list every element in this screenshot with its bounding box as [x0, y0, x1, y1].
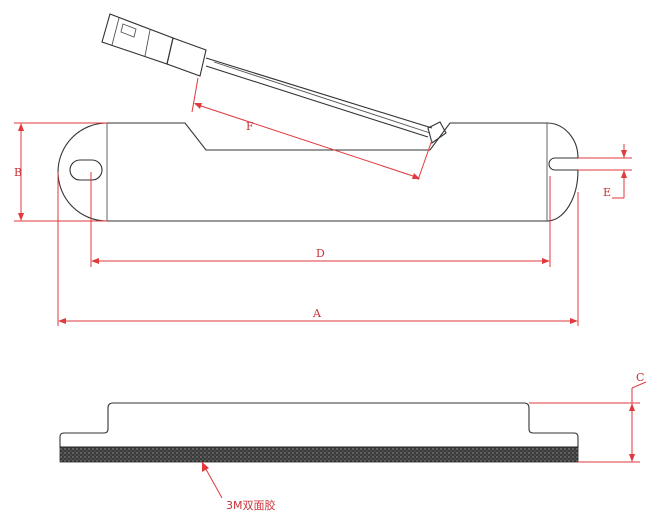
- dim-label-f: F: [246, 120, 254, 133]
- side-profile: [59, 402, 579, 448]
- dim-label-a: A: [312, 307, 322, 320]
- strip-outline: [57, 122, 579, 222]
- adhesive-tape-layer: [59, 446, 579, 463]
- adhesive-callout: 3M双面胶: [201, 461, 276, 512]
- dim-label-e: E: [603, 186, 611, 199]
- dimension-a: A: [57, 172, 579, 326]
- connector-housing: [166, 37, 207, 77]
- top-view: [57, 13, 579, 222]
- cable-wire-upper: [205, 57, 433, 129]
- dimension-f: F: [191, 77, 433, 181]
- connector-plug: [101, 13, 174, 65]
- connector-latch: [120, 23, 137, 38]
- dimension-c: C: [529, 371, 647, 463]
- dimension-e: E: [578, 144, 632, 199]
- dimension-d: D: [90, 172, 551, 267]
- connector-joint: [144, 29, 151, 57]
- cable-wire-mid: [213, 61, 431, 134]
- cable-connector: [101, 13, 447, 144]
- cable-exit-strain-relief: [427, 121, 447, 144]
- cable-wire-lower: [205, 65, 429, 138]
- side-view: [59, 402, 579, 463]
- dim-label-b: B: [14, 166, 22, 179]
- left-mounting-slot: [69, 159, 103, 181]
- dim-label-c: C: [636, 371, 644, 384]
- dimension-b: B: [14, 122, 107, 222]
- dim-label-d: D: [316, 247, 325, 260]
- adhesive-label: 3M双面胶: [226, 498, 276, 512]
- connector-plug-detail: [111, 17, 120, 46]
